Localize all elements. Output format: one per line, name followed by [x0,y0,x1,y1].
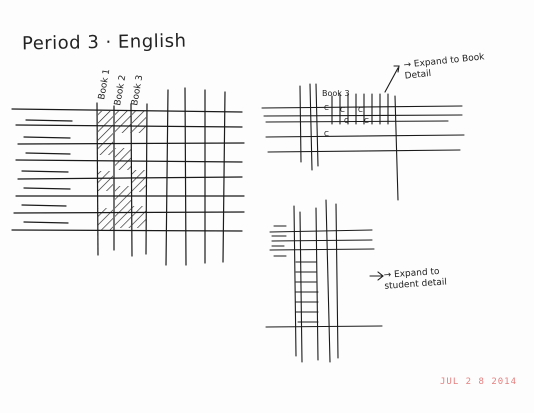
detail-mark: C [344,117,349,125]
detail-mark: C [358,106,363,114]
detail-mark: C [324,104,329,112]
detail-grid-column-label: Book 3 [322,89,350,98]
column-label-book-3: Book 3 [130,74,145,106]
detail-mark: C [340,106,345,114]
detail-mark: C [364,117,369,125]
student-detail-grid [265,199,384,363]
main-grid-row-ticks [21,119,73,224]
detail-mark: C [324,130,329,138]
main-grid-columns [96,87,226,266]
hatched-cells [98,111,146,230]
detail-grid-marks: C C C C C C [324,104,369,138]
column-label-book-1: Book 1 [97,68,112,100]
main-grid [11,87,245,266]
column-labels: Book 1 Book 2 Book 3 [97,68,145,106]
column-label-book-2: Book 2 [113,74,128,106]
date-stamp: JUL 2 8 2014 [440,377,518,387]
book-detail-grid [261,65,465,201]
